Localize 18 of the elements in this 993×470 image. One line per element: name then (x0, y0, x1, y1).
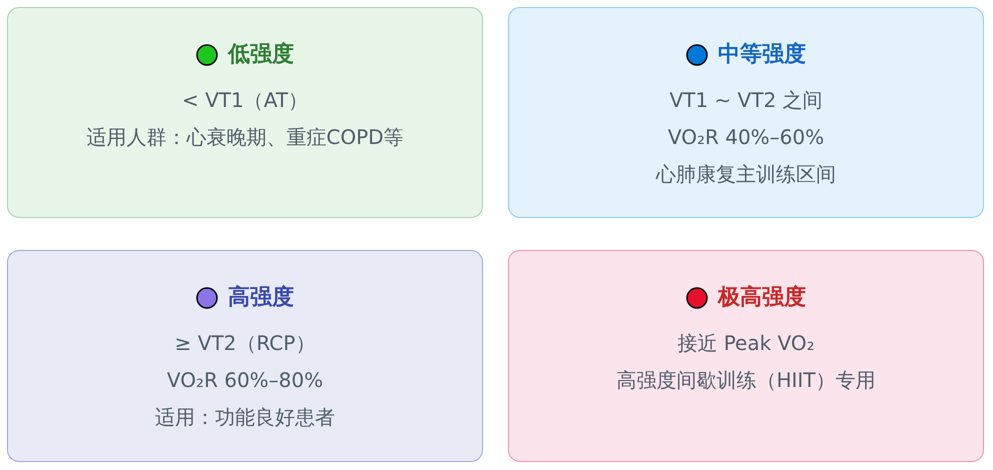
description-text: 适用人群：心衰晚期、重症COPD等 (86, 124, 404, 151)
card-title: 高强度 (228, 284, 294, 312)
description-text: VO₂R 60%–80% (166, 367, 324, 394)
description-text: 适用：功能良好患者 (155, 404, 335, 431)
description-text: VO₂R 40%–60% (668, 124, 824, 151)
intensity-card (508, 250, 984, 462)
card-title: 极高强度 (718, 284, 806, 312)
description-text: 接近 Peak VO₂ (677, 330, 815, 357)
description-text: 心肺康复主训练区间 (656, 161, 836, 188)
description-text: ≥ VT2（RCP） (174, 330, 316, 357)
intensity-card (7, 7, 483, 218)
intensity-card (7, 250, 483, 462)
card-title: 中等强度 (718, 40, 806, 69)
description-text: VT1 ~ VT2 之间 (669, 87, 823, 114)
description-text: < VT1（AT） (182, 87, 308, 114)
intensity-card (508, 7, 984, 218)
description-text: 高强度间歇训练（HIIT）专用 (616, 367, 876, 394)
card-title: 低强度 (228, 40, 294, 69)
